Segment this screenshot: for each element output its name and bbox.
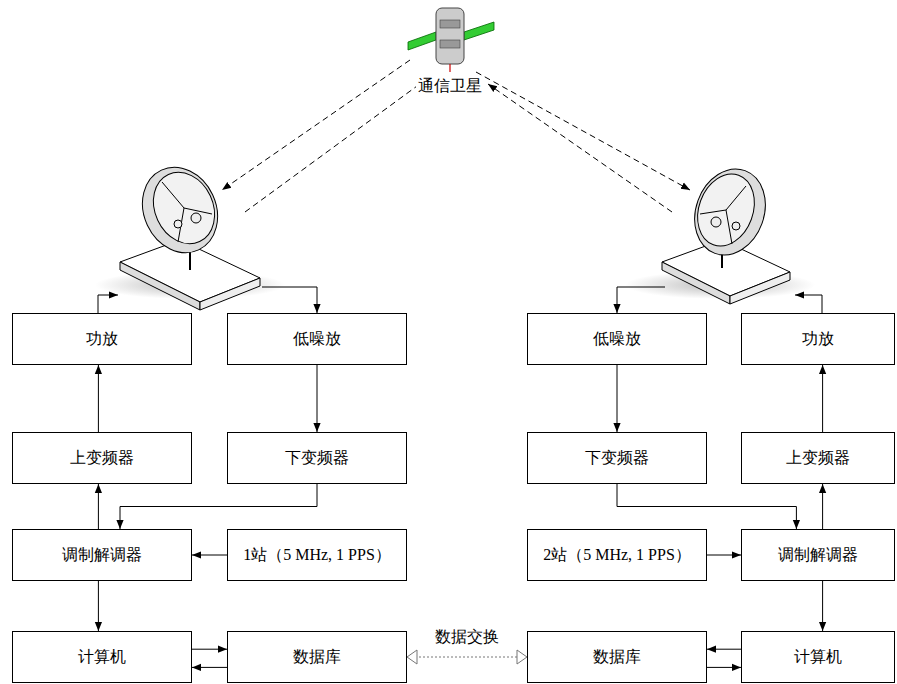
satellite-label: 通信卫星 xyxy=(416,76,484,96)
process-box: 调制解调器 xyxy=(12,529,192,581)
connector xyxy=(317,365,318,432)
box-label: 上变频器 xyxy=(70,448,134,468)
connector xyxy=(98,581,99,631)
antenna xyxy=(95,155,285,310)
connector xyxy=(822,484,823,529)
connector xyxy=(822,365,823,432)
connector xyxy=(98,484,99,529)
process-box: 下变频器 xyxy=(527,432,707,484)
box-label: 调制解调器 xyxy=(778,545,858,565)
connector xyxy=(707,555,741,556)
box-label: 数据库 xyxy=(293,647,341,667)
connector xyxy=(707,649,741,650)
antenna xyxy=(625,159,815,304)
connector xyxy=(192,649,227,650)
box-label: 上变频器 xyxy=(786,448,850,468)
process-box: 1站（5 MHz, 1 PPS） xyxy=(227,529,407,581)
box-label: 下变频器 xyxy=(285,448,349,468)
connector xyxy=(192,555,227,556)
box-label: 计算机 xyxy=(78,647,126,667)
connector xyxy=(617,365,618,432)
box-label: 调制解调器 xyxy=(62,545,142,565)
edge-label: 数据交换 xyxy=(433,627,501,647)
box-label: 下变频器 xyxy=(585,448,649,468)
box-label: 低噪放 xyxy=(293,329,341,349)
connector xyxy=(120,484,317,529)
box-label: 1站（5 MHz, 1 PPS） xyxy=(243,545,391,565)
box-label: 数据库 xyxy=(593,647,641,667)
box-label: 低噪放 xyxy=(593,329,641,349)
connector xyxy=(707,667,741,668)
process-box: 数据库 xyxy=(527,631,707,683)
process-box: 下变频器 xyxy=(227,432,407,484)
process-box: 功放 xyxy=(741,313,895,365)
connector xyxy=(407,657,527,658)
process-box: 上变频器 xyxy=(12,432,192,484)
connector xyxy=(98,365,99,432)
process-box: 计算机 xyxy=(741,631,895,683)
process-box: 2站（5 MHz, 1 PPS） xyxy=(527,529,707,581)
connector xyxy=(822,581,823,631)
process-box: 低噪放 xyxy=(227,313,407,365)
box-label: 功放 xyxy=(86,329,118,349)
process-box: 计算机 xyxy=(12,631,192,683)
box-label: 功放 xyxy=(802,329,834,349)
process-box: 上变频器 xyxy=(741,432,895,484)
process-box: 调制解调器 xyxy=(741,529,895,581)
process-box: 数据库 xyxy=(227,631,407,683)
satellite xyxy=(408,8,494,72)
process-box: 低噪放 xyxy=(527,313,707,365)
connector xyxy=(192,667,227,668)
box-label: 计算机 xyxy=(794,647,842,667)
connector xyxy=(617,484,796,529)
process-box: 功放 xyxy=(12,313,192,365)
box-label: 2站（5 MHz, 1 PPS） xyxy=(543,545,691,565)
